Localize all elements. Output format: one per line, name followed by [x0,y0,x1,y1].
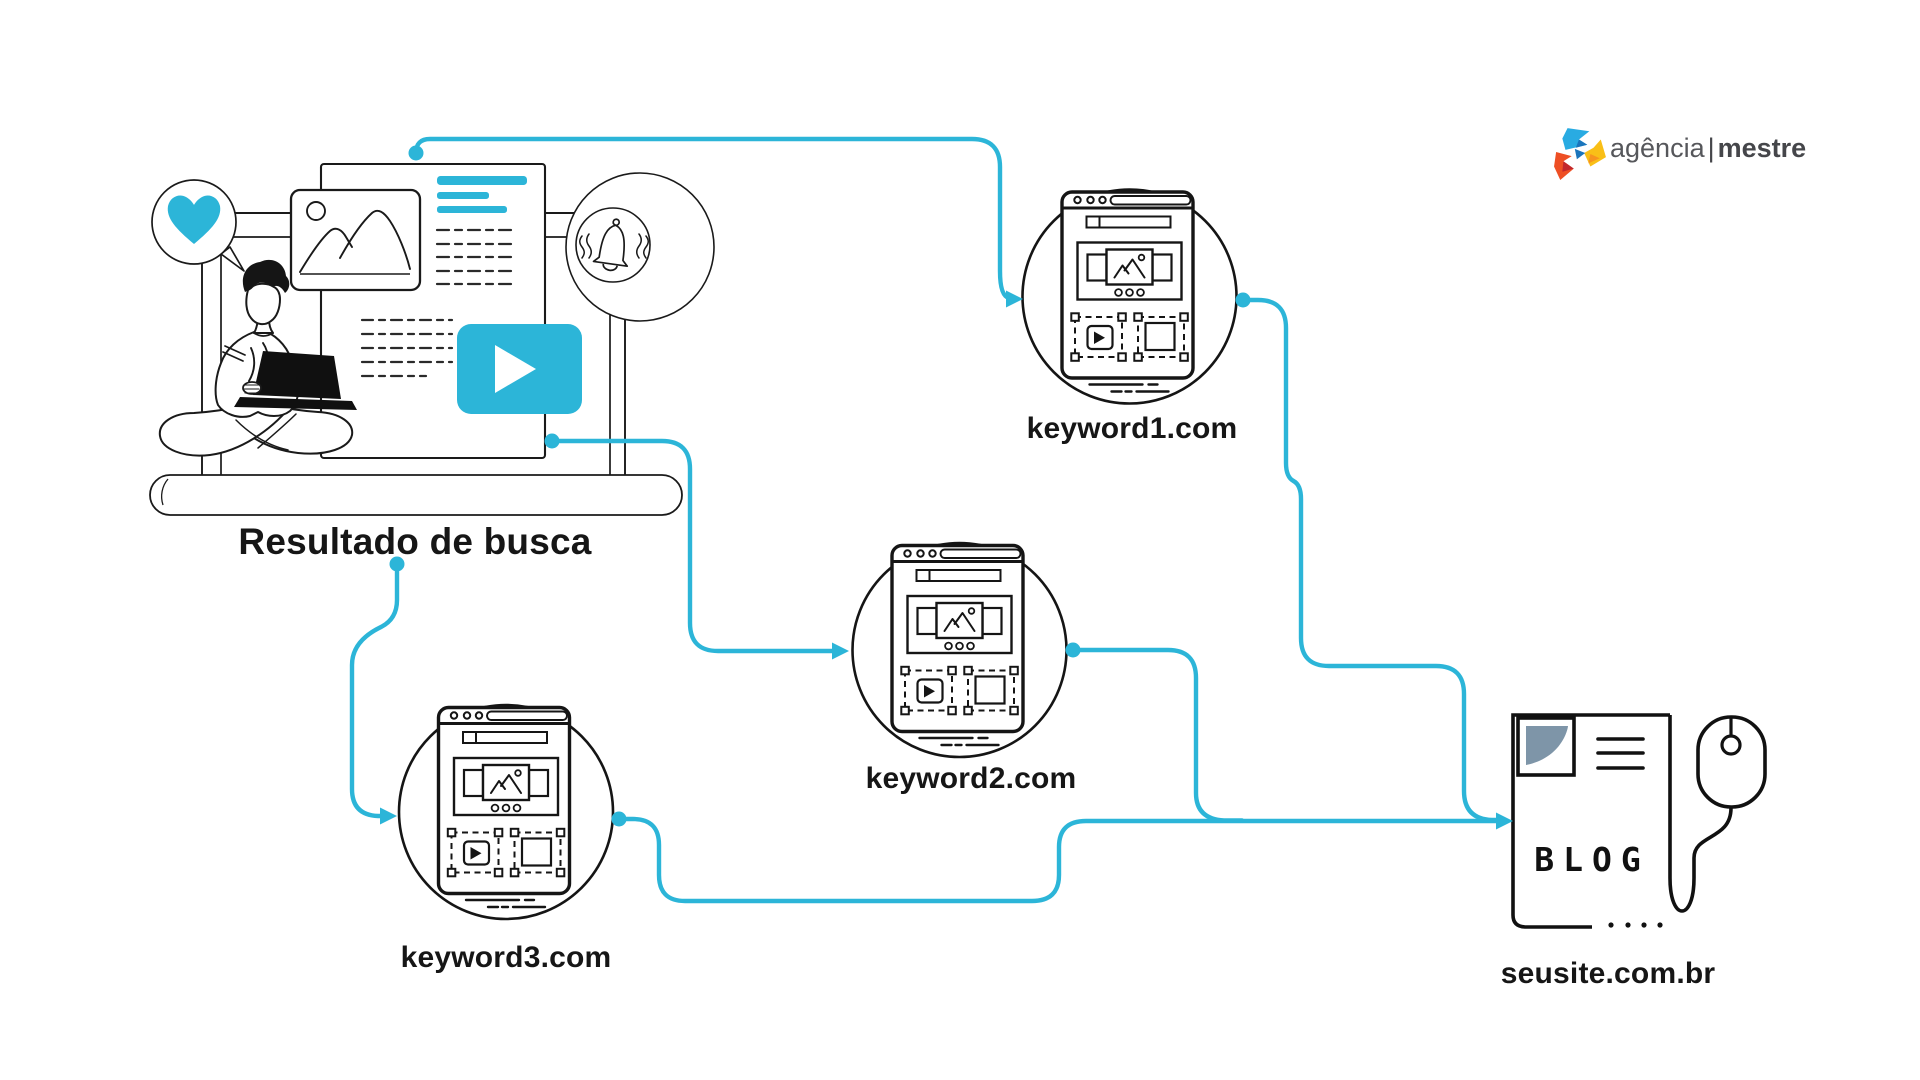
edge-keyword1-to-site [1240,297,1507,823]
search-results-illustration [149,162,715,516]
play-button-icon [457,324,582,414]
edge-search-to-keyword3 [349,561,400,819]
edge-keyword3-to-site [616,816,1502,904]
edge-search-to-keyword1 [413,136,1012,301]
brand-separator: | [1707,133,1715,163]
like-speech-bubble [151,179,245,272]
label-search-results: Resultado de busca [238,521,592,562]
notification-bell-icon [575,207,651,283]
edge-search-to-keyword2 [549,438,838,654]
browser-node-keyword2 [850,541,1069,759]
label-keyword3: keyword3.com [400,941,612,974]
result-body-lines [360,318,454,378]
label-keyword1: keyword1.com [1026,412,1238,445]
image-placeholder-icon [289,188,422,292]
blog-text: BLOG [1534,840,1650,879]
person-figure [158,259,357,457]
blog-page-icon [1511,713,1767,929]
result-text-lines [435,228,518,286]
browser-node-keyword1 [1020,187,1239,406]
laptop-base [149,474,683,516]
hair [242,259,290,293]
edge-keyword2-to-site [1070,647,1245,823]
label-keyword2: keyword2.com [865,762,1077,795]
heart-icon [167,195,221,244]
brand-logo: agência|mestre [1610,133,1806,164]
result-title-bars [437,176,527,213]
browser-node-keyword3 [397,703,615,921]
brand-name-left: agência [1610,133,1705,163]
connector-edges [349,136,1507,904]
laptop-icon [253,351,341,399]
brand-pinwheel-icon [1554,128,1606,180]
edge-start-dots [389,145,1251,827]
mouse-icon [1696,715,1767,809]
blog-menu-lines [1596,737,1645,770]
edge-arrowheads [380,290,1513,830]
brand-name-right: mestre [1717,133,1807,163]
label-your-site: seusite.com.br [1500,957,1716,990]
